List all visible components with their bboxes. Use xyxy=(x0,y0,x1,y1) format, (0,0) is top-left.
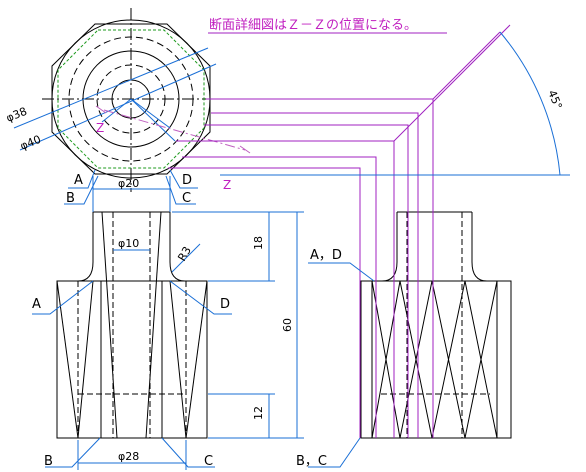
label-c-bottom: C xyxy=(204,454,213,469)
section-mark-z1: Z xyxy=(96,121,104,135)
dim-d20: φ20 xyxy=(118,177,139,190)
label-d-top: D xyxy=(182,173,192,188)
label-c-top: C xyxy=(182,191,191,206)
label-a-mid: A xyxy=(32,297,41,312)
dim-d40: φ40 xyxy=(18,133,43,153)
dim-d28: φ28 xyxy=(118,450,139,463)
top-view-dimension-leaders xyxy=(13,47,217,151)
label-ad: A，D xyxy=(310,248,342,263)
chamfer-lines xyxy=(57,29,205,169)
top-view xyxy=(42,8,222,192)
label-b-bottom: B xyxy=(44,454,53,469)
projection-lines xyxy=(168,24,511,438)
side-view-hidden xyxy=(381,212,490,438)
label-d-mid: D xyxy=(220,297,230,312)
dim-d38: φ38 xyxy=(4,105,29,125)
dim-h12: 12 xyxy=(252,406,265,420)
label-b-top: B xyxy=(66,191,75,206)
section-mark-z2: Z xyxy=(223,178,231,192)
dim-d10: φ10 xyxy=(118,237,139,250)
label-a-top: A xyxy=(74,173,83,188)
dim-h18: 18 xyxy=(252,236,265,250)
label-bc: B，C xyxy=(296,454,327,469)
dimension-lines xyxy=(32,31,570,470)
dim-h60: 60 xyxy=(281,318,294,332)
note-text: 断面詳細図はＺ－Ｚの位置になる。 xyxy=(209,17,417,33)
front-view xyxy=(56,211,208,439)
dim-r3: R3 xyxy=(175,244,194,263)
section-line-zz xyxy=(95,105,251,154)
side-view xyxy=(360,211,512,439)
angle-label: 45° xyxy=(545,88,564,111)
